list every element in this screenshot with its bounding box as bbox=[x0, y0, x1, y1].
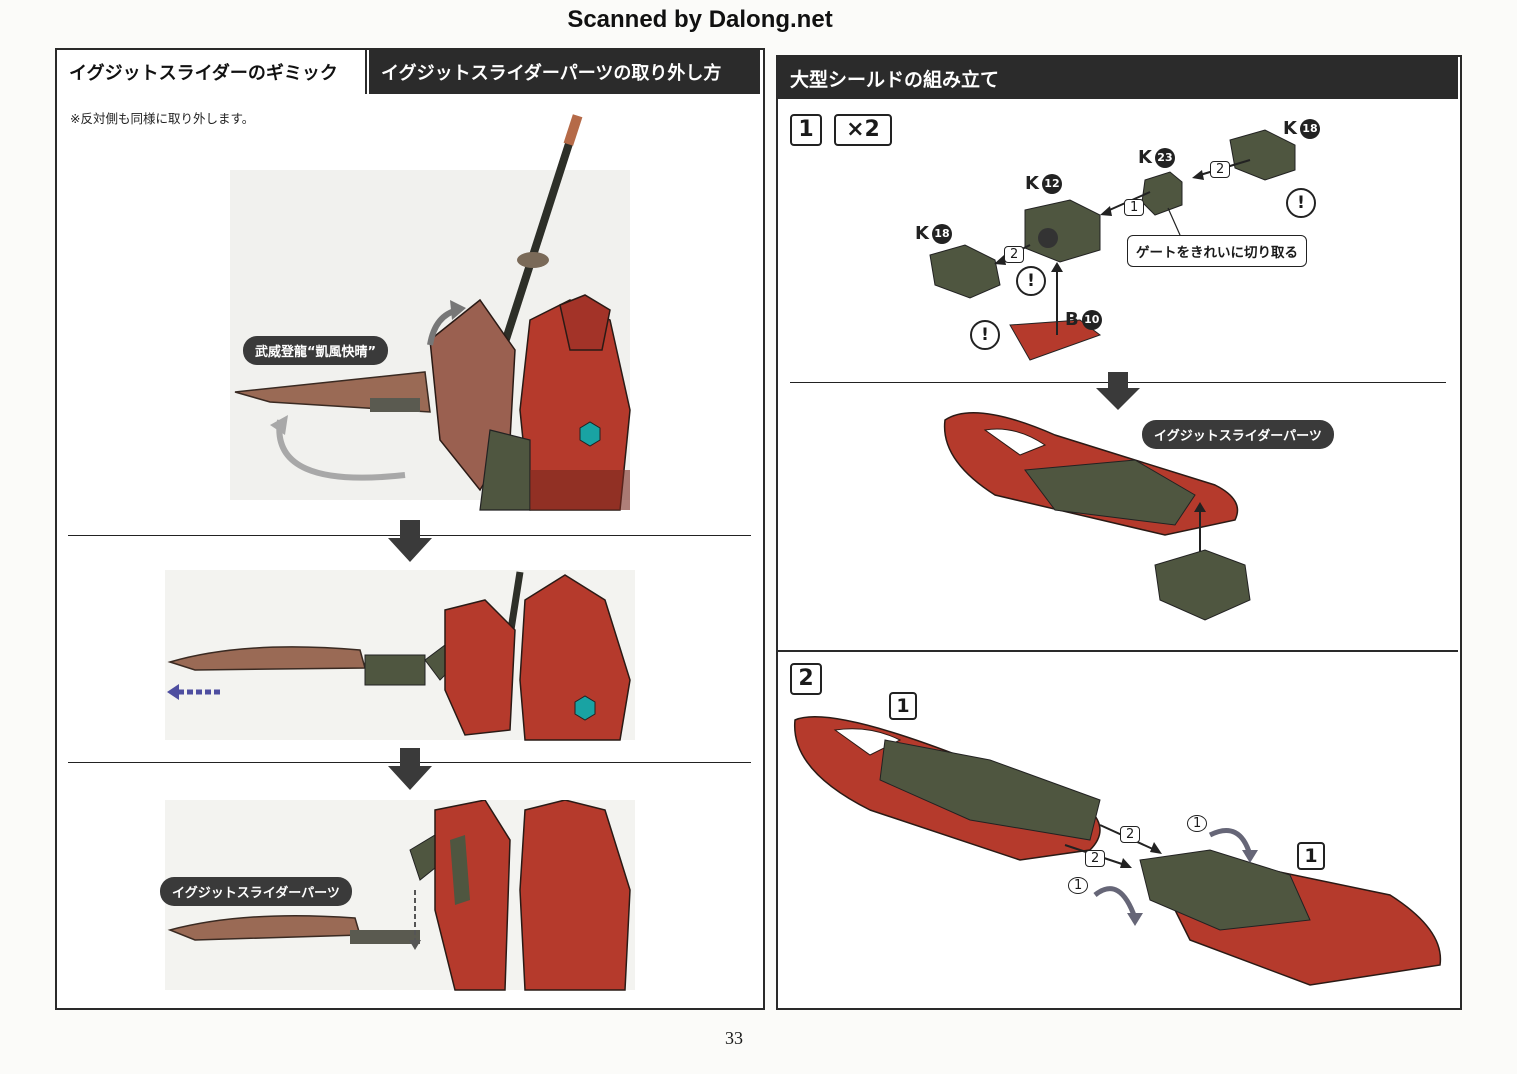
illustration-slider-detach bbox=[165, 570, 635, 741]
step-number: 1 bbox=[790, 114, 822, 146]
part-letter: B bbox=[1065, 309, 1079, 330]
down-arrow-icon bbox=[388, 520, 432, 562]
part-letter: K bbox=[1138, 147, 1152, 168]
step-divider bbox=[778, 650, 1458, 652]
part-letter: K bbox=[1283, 118, 1297, 139]
shield-step2-illustration bbox=[794, 716, 1442, 986]
gate-note-callout: ゲートをきれいに切り取る bbox=[1127, 235, 1307, 267]
order-mark: 2 bbox=[1004, 246, 1025, 263]
label-slider-parts-right: イグジットスライダーパーツ bbox=[1142, 420, 1334, 449]
down-arrow-icon bbox=[388, 748, 432, 790]
step-ref-number: 1 bbox=[889, 692, 917, 720]
step-number: 2 bbox=[790, 663, 822, 695]
caution-icon: ! bbox=[1286, 188, 1316, 218]
header-gimmick: イグジットスライダーのギミック bbox=[57, 50, 367, 94]
header-removal: イグジットスライダーパーツの取り外し方 bbox=[369, 50, 760, 94]
step-multiplier: ×2 bbox=[834, 114, 892, 146]
order-mark: 1 bbox=[1124, 199, 1145, 216]
part-number: 18 bbox=[1299, 119, 1320, 139]
part-number: 10 bbox=[1081, 310, 1102, 330]
illustration-slider-parts bbox=[165, 800, 635, 991]
order-mark: 2 bbox=[1085, 850, 1106, 867]
order-mark: 1 bbox=[1187, 815, 1208, 832]
order-mark: 1 bbox=[1068, 877, 1089, 894]
note-text: ※反対側も同様に取り外します。 bbox=[70, 111, 255, 126]
caution-icon: ! bbox=[1016, 266, 1046, 296]
caution-icon: ! bbox=[970, 320, 1000, 350]
part-letter: K bbox=[1025, 173, 1039, 194]
label-slider-parts: イグジットスライダーパーツ bbox=[160, 877, 352, 906]
right-panel bbox=[776, 55, 1462, 1010]
watermark-text: Scanned by Dalong.net bbox=[567, 6, 833, 33]
illustration-weapon-gimmick bbox=[230, 114, 631, 511]
order-mark: 2 bbox=[1120, 826, 1141, 843]
step1-parts-diagram bbox=[929, 129, 1296, 361]
part-number: 23 bbox=[1154, 148, 1175, 168]
down-arrow-icon bbox=[1096, 372, 1140, 410]
order-mark: 2 bbox=[1210, 161, 1231, 178]
step-ref-number: 1 bbox=[1297, 842, 1325, 870]
part-number: 12 bbox=[1041, 174, 1062, 194]
label-weapon-name: 武威登龍“凱風快晴” bbox=[243, 336, 389, 365]
part-number: 18 bbox=[931, 224, 952, 244]
shield-step1-illustration bbox=[943, 411, 1251, 621]
header-shield-assembly: 大型シールドの組み立て bbox=[778, 57, 1458, 99]
page-number: 33 bbox=[725, 1028, 743, 1048]
part-letter: K bbox=[915, 223, 929, 244]
